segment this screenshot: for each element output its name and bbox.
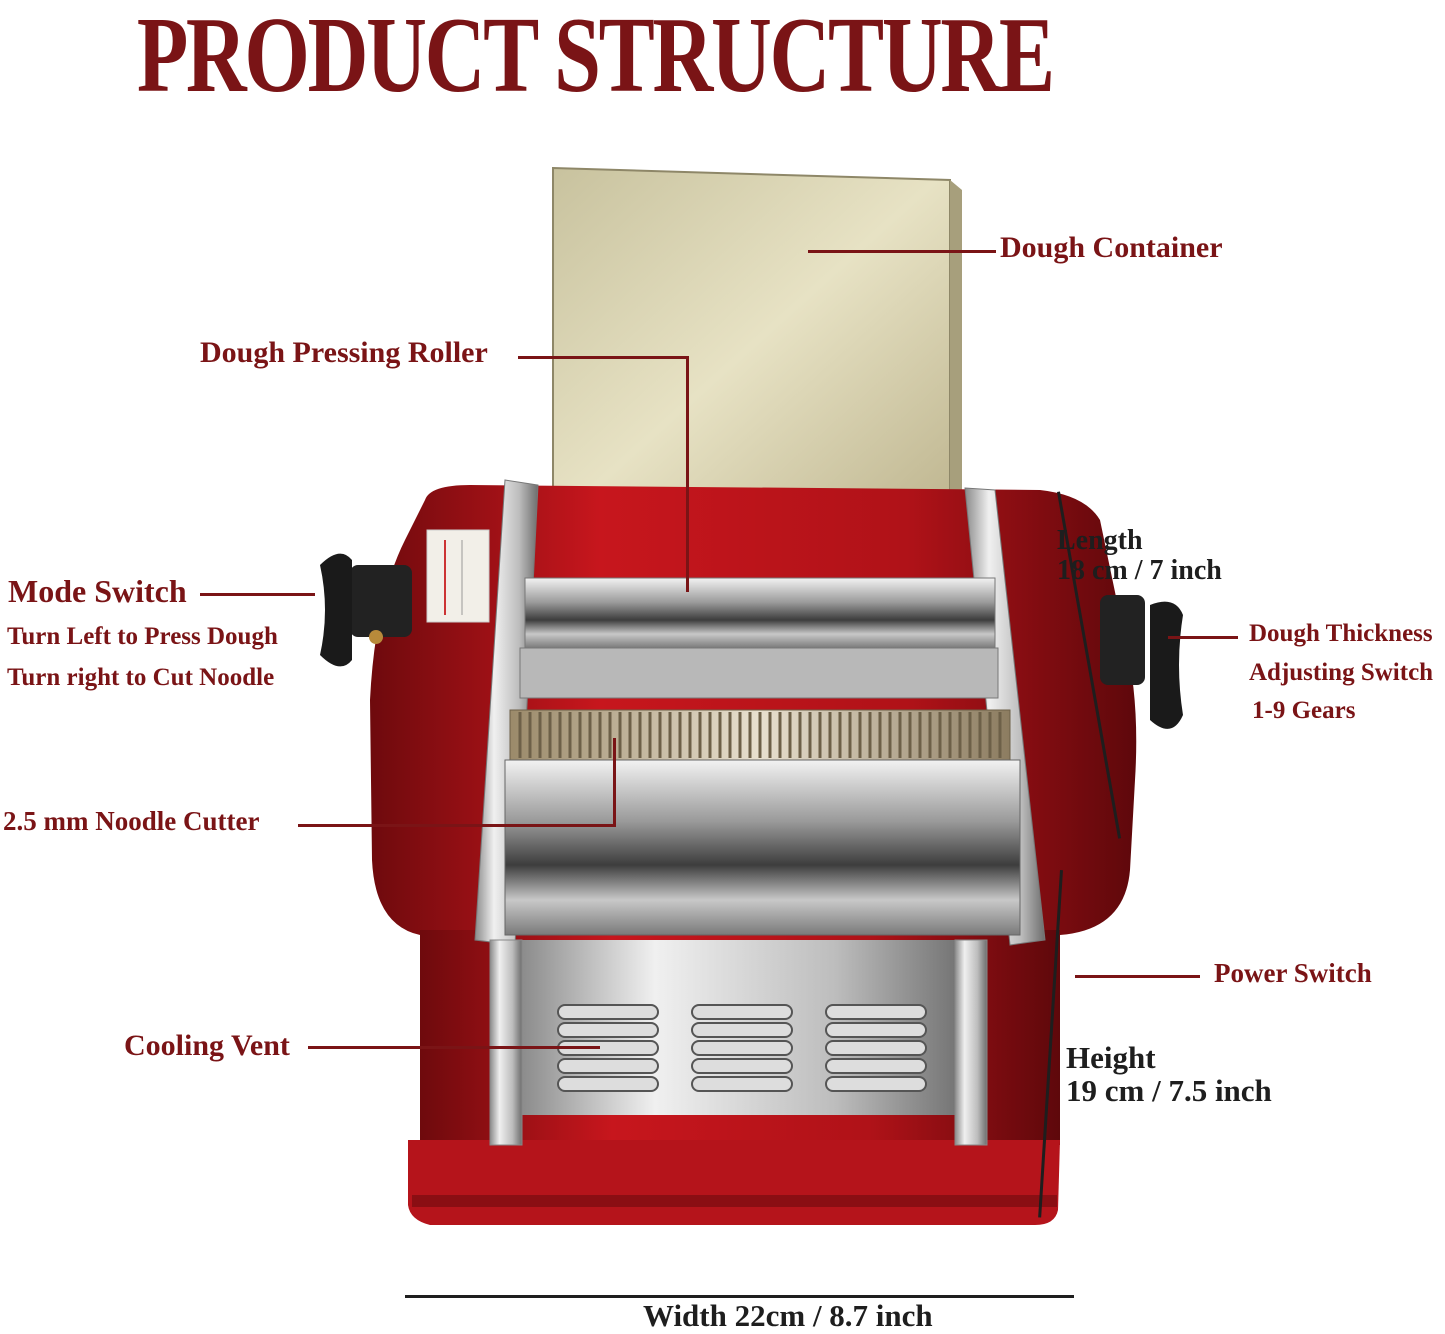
power-switch-leader xyxy=(1075,975,1200,978)
label-length-title: Length xyxy=(1057,525,1143,556)
mode-switch-knob xyxy=(320,553,412,667)
noodle-cutter-leader-h xyxy=(298,824,616,827)
page-title: PRODUCT STRUCTURE xyxy=(136,0,1055,115)
front-cover xyxy=(504,759,1021,936)
label-cooling-vent: Cooling Vent xyxy=(124,1029,290,1062)
label-width: Width 22cm / 8.7 inch xyxy=(643,1298,933,1333)
noodle-cutter xyxy=(509,709,1011,761)
label-dough-container: Dough Container xyxy=(1000,231,1223,264)
pressing-roller-leader-h xyxy=(518,356,689,359)
pressing-roller-leader-v xyxy=(686,356,689,592)
label-power-switch: Power Switch xyxy=(1214,958,1372,988)
label-thickness-1: Dough Thickness xyxy=(1249,620,1433,647)
width-dimension-line xyxy=(405,1295,1074,1298)
label-thickness-2: Adjusting Switch xyxy=(1249,659,1434,686)
cooling-vent-leader xyxy=(308,1046,600,1049)
label-noodle-cutter: 2.5 mm Noodle Cutter xyxy=(3,806,260,836)
label-dough-pressing-roller: Dough Pressing Roller xyxy=(200,336,488,369)
label-height-title: Height xyxy=(1066,1040,1156,1075)
label-length-value: 18 cm / 7 inch xyxy=(1057,555,1222,586)
cooling-vent-slots xyxy=(557,1004,927,1092)
thickness-leader xyxy=(1168,636,1238,639)
label-thickness-3: 1-9 Gears xyxy=(1252,697,1356,724)
label-mode-right: Turn right to Cut Noodle xyxy=(7,664,275,691)
label-mode-left: Turn Left to Press Dough xyxy=(7,623,278,650)
mode-switch-leader xyxy=(200,593,315,596)
label-height-value: 19 cm / 7.5 inch xyxy=(1066,1073,1272,1108)
dough-container-leader xyxy=(808,250,996,253)
thickness-knob xyxy=(1100,595,1183,729)
noodle-cutter-leader-v xyxy=(613,738,616,827)
pressing-roller xyxy=(519,577,999,699)
label-mode-switch: Mode Switch xyxy=(8,573,187,609)
